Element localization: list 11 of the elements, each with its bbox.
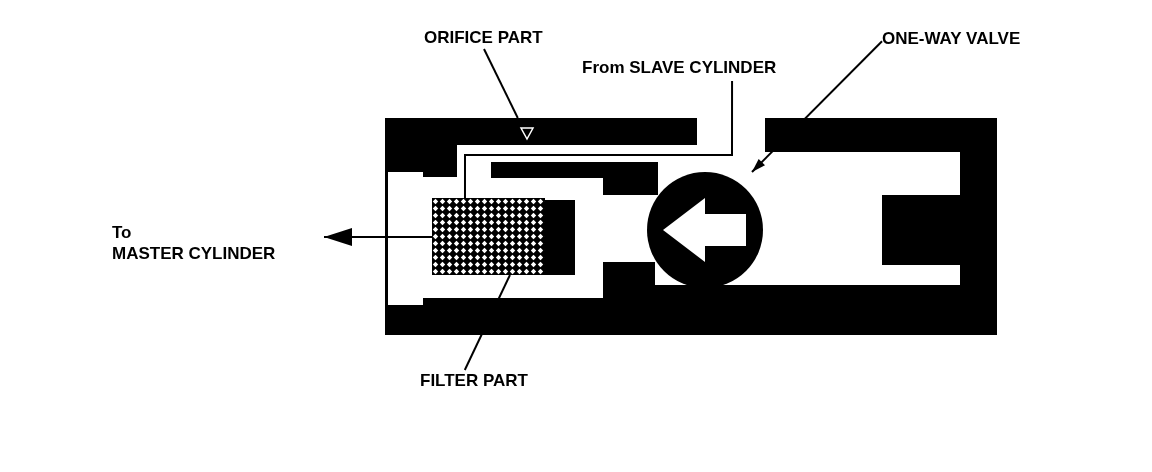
part-label: FILTER PART xyxy=(420,370,528,391)
flow-arrow xyxy=(323,227,433,246)
port-label: To xyxy=(112,222,132,243)
port-label: From SLAVE CYLINDER xyxy=(582,57,777,78)
flow-line xyxy=(464,80,734,199)
leader-line xyxy=(483,48,519,119)
leader-arrow xyxy=(751,40,883,173)
port-label: MASTER CYLINDER xyxy=(112,243,276,264)
leader-line xyxy=(463,274,511,371)
part-label: ORIFICE PART xyxy=(424,27,543,48)
part-label: ONE-WAY VALVE xyxy=(882,28,1021,49)
